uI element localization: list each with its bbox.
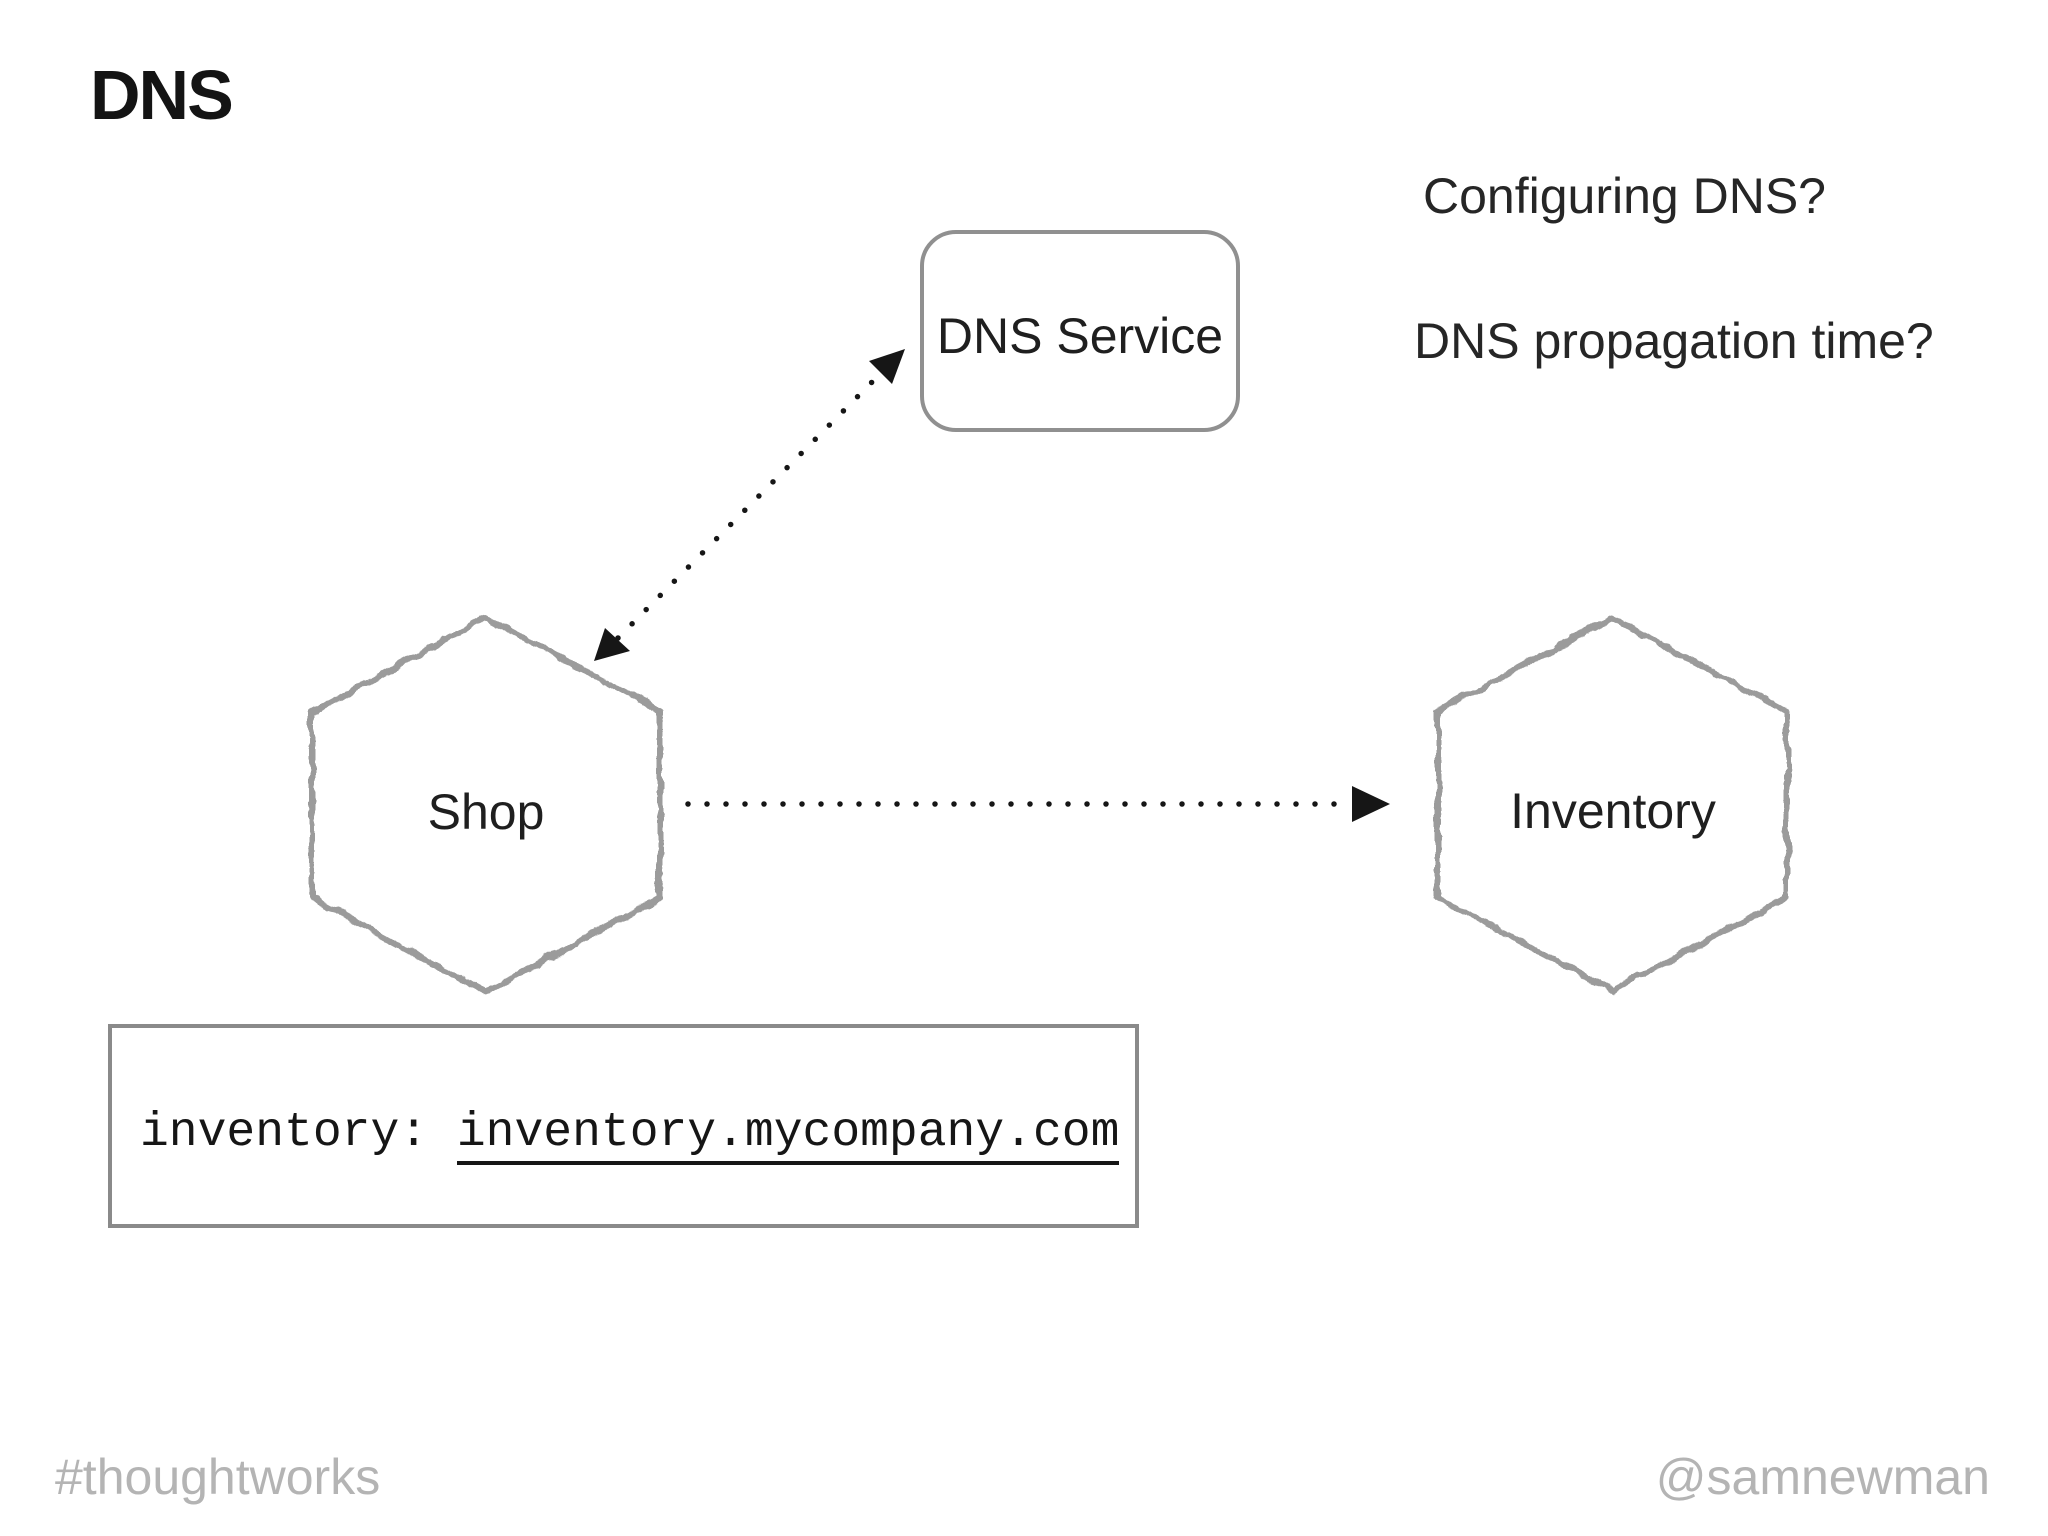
dns-service-box [920,230,1240,432]
note-configuring-dns: Configuring DNS? [1423,168,1826,224]
dns-record-key: inventory: [140,1106,457,1160]
arrowhead-to-dns-service [869,349,905,384]
footer-twitter-handle: @samnewman [1655,1449,1990,1505]
dns-record-domain: inventory.mycompany.com [456,1106,1120,1165]
slide-title: DNS [90,56,234,134]
dns-record-entry: inventory: inventory.mycompany.com [140,1106,1120,1165]
arrowhead-to-shop [594,628,630,661]
note-dns-propagation: DNS propagation time? [1414,313,1934,369]
shop-hexagon [309,615,663,995]
footer-hashtag: #thoughtworks [55,1449,381,1505]
dns-record-box [108,1024,1139,1228]
inventory-hexagon [1435,615,1790,993]
arrowhead-to-inventory [1352,786,1390,822]
shop-dns-dotted-line [615,367,887,641]
